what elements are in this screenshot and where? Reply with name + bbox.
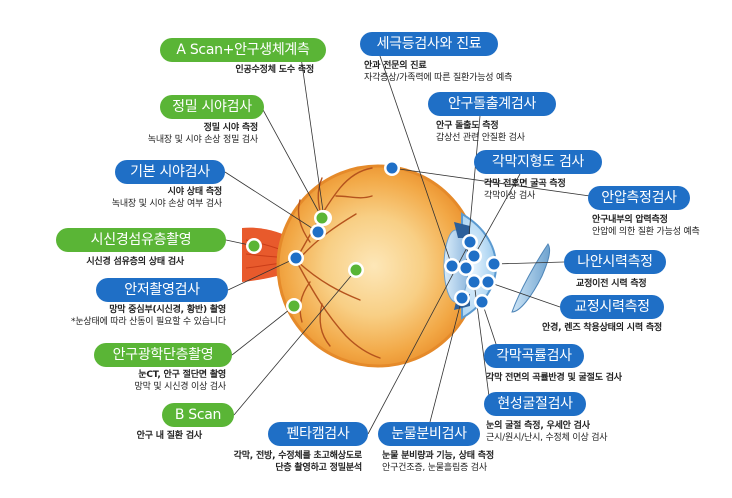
marker-dot-tear-test[interactable] (457, 293, 468, 304)
marker-dot-exophthalmometry[interactable] (461, 263, 472, 274)
pill-refraction[interactable]: 현성굴절검사 (484, 392, 586, 416)
marker-dot-bscan[interactable] (351, 265, 362, 276)
marker-dot-refraction[interactable] (469, 277, 480, 288)
pill-fundus-photo[interactable]: 안저촬영검사 (96, 278, 228, 302)
desc-corrected-va: 안경, 렌즈 착용상태의 시력 측정 (542, 322, 662, 334)
marker-dot-uncorrected-va[interactable] (489, 259, 500, 270)
marker-dot-corneal-topography[interactable] (469, 251, 480, 262)
desc-keratometry: 각막 전면의 곡률반경 및 굴절도 검사 (486, 372, 622, 384)
marker-dot-precise-visual-field[interactable] (317, 213, 328, 224)
pill-oct[interactable]: 안구광학단층촬영 (94, 343, 232, 367)
pill-tear-test[interactable]: 눈물분비검사 (378, 422, 480, 446)
pill-uncorrected-va[interactable]: 나안시력측정 (564, 250, 666, 274)
connector-line-oct (232, 306, 294, 355)
pill-bscan[interactable]: B Scan (162, 403, 234, 427)
marker-dot-slit-lamp[interactable] (447, 261, 458, 272)
pill-precise-visual-field[interactable]: 정밀 시야검사 (160, 95, 264, 119)
pill-pentacam[interactable]: 펜타캠검사 (268, 422, 368, 446)
marker-dot-pentacam[interactable] (465, 237, 476, 248)
pill-slit-lamp[interactable]: 세극등검사와 진료 (360, 32, 498, 56)
pill-rnfl-photo[interactable]: 시신경섬유층촬영 (56, 228, 226, 252)
pill-corneal-topography[interactable]: 각막지형도 검사 (474, 150, 602, 174)
desc-ascan-biometry: 인공수정체 도수 측정 (235, 64, 314, 76)
marker-dot-rnfl-photo[interactable] (249, 241, 260, 252)
marker-dot-keratometry[interactable] (477, 297, 488, 308)
marker-dot-basic-visual-field[interactable] (313, 227, 324, 238)
pill-ascan-biometry[interactable]: A Scan+안구생체계측 (160, 38, 326, 62)
pill-iop[interactable]: 안압측정검사 (588, 186, 690, 210)
pill-keratometry[interactable]: 각막곡률검사 (484, 344, 584, 368)
pill-corrected-va[interactable]: 교정시력측정 (560, 295, 664, 319)
marker-dot-corrected-va[interactable] (483, 277, 494, 288)
marker-dot-oct[interactable] (289, 301, 300, 312)
desc-fundus-photo: 망막 중심부(시신경, 황반) 촬영*눈상태에 따라 산동이 필요할 수 있습니… (71, 304, 226, 328)
desc-bscan: 안구 내 질환 검사 (137, 430, 202, 442)
pill-basic-visual-field[interactable]: 기본 시야검사 (115, 160, 225, 184)
desc-uncorrected-va: 교정이전 시력 측정 (576, 278, 647, 290)
connector-line-uncorrected-va (494, 262, 564, 264)
marker-dot-fundus-photo[interactable] (291, 253, 302, 264)
desc-rnfl-photo: 시신경 섬유층의 상태 검사 (86, 256, 184, 268)
marker-dot-iop[interactable] (387, 163, 398, 174)
pill-exophthalmometry[interactable]: 안구돌출계검사 (428, 92, 556, 116)
